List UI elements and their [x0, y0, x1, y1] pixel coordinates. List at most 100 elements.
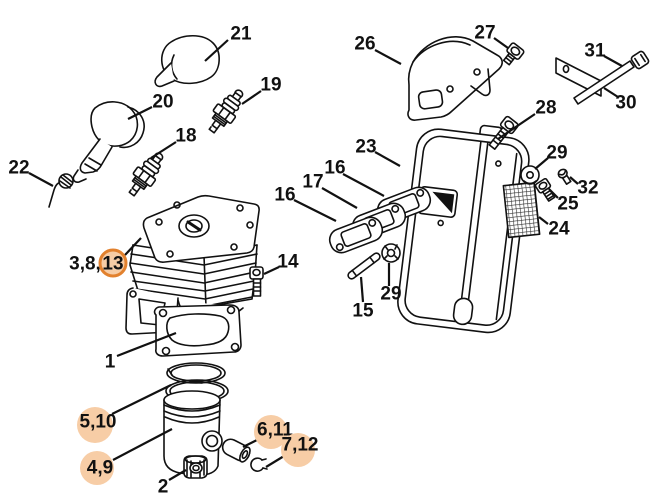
callout-27-text[interactable]: 27: [474, 23, 495, 44]
piston-drawing: [163, 390, 223, 476]
leader-line: [548, 188, 559, 199]
callout-18-text[interactable]: 18: [175, 126, 196, 147]
callout-25-text[interactable]: 25: [557, 194, 579, 215]
callout-17-text[interactable]: 17: [302, 172, 323, 193]
leader-line: [150, 141, 177, 159]
circlip-drawing: [250, 457, 268, 472]
callout-5-10-highlight[interactable]: [77, 407, 113, 443]
leader-line: [168, 469, 187, 481]
leader-line: [112, 428, 173, 461]
callout-31[interactable]: 31: [584, 41, 606, 62]
callout-14[interactable]: 14: [277, 252, 299, 273]
leader-line: [241, 90, 262, 105]
callout-4-9-text[interactable]: 4,9: [87, 458, 113, 479]
leader-line: [534, 157, 549, 170]
callout-14-text[interactable]: 14: [277, 252, 299, 273]
callout-19[interactable]: 19: [260, 75, 281, 96]
callout-22[interactable]: 22: [8, 158, 29, 179]
callout-23[interactable]: 23: [355, 137, 376, 158]
callout-32-text[interactable]: 32: [577, 178, 598, 199]
callout-21[interactable]: 21: [230, 24, 252, 45]
diagram-artwork: [48, 34, 650, 479]
callout-2[interactable]: 2: [158, 477, 169, 498]
heat-shield-drawing: [407, 36, 503, 121]
callout-13[interactable]: 13: [98, 248, 128, 278]
callout-18[interactable]: 18: [175, 126, 196, 147]
screw-27-drawing: [502, 42, 525, 66]
callout-29-screen[interactable]: 29: [546, 143, 567, 164]
callout-19-text[interactable]: 19: [260, 75, 281, 96]
leader-line: [263, 266, 280, 275]
leader-line: [116, 331, 177, 358]
callout-7-12[interactable]: 7,12: [281, 433, 318, 467]
callout-29-stud[interactable]: 29: [380, 284, 401, 305]
callout-28-text[interactable]: 28: [535, 98, 556, 119]
callout-29-stud-text[interactable]: 29: [380, 284, 401, 305]
leader-line: [569, 176, 579, 185]
screw-14-drawing: [249, 266, 264, 297]
callout-7-12-highlight[interactable]: [281, 433, 315, 467]
spark-plug-19-drawing: [202, 83, 251, 139]
callout-5-10[interactable]: 5,10: [77, 407, 116, 443]
callout-4-9-highlight[interactable]: [80, 451, 114, 485]
stud-drawing: [347, 252, 381, 280]
spark-plug-boot-21-drawing: [154, 34, 220, 88]
callout-5-10-text[interactable]: 5,10: [80, 412, 117, 433]
leader-line: [359, 276, 365, 303]
callout-27[interactable]: 27: [474, 23, 495, 44]
callout-25[interactable]: 25: [557, 194, 579, 215]
callout-4-9[interactable]: 4,9: [80, 451, 114, 485]
callout-16-lower-text[interactable]: 16: [274, 185, 295, 206]
callout-1-text[interactable]: 1: [105, 352, 116, 373]
bearing-drawing: [183, 455, 208, 479]
callout-6-11-highlight[interactable]: [254, 415, 288, 449]
callout-31-text[interactable]: 31: [584, 41, 606, 62]
callout-6-11[interactable]: 6,11: [254, 415, 293, 449]
bolt-31-drawing: [573, 50, 650, 105]
leader-line: [493, 37, 509, 49]
leader-line: [124, 237, 142, 256]
callout-3-8[interactable]: 3,8,: [69, 254, 101, 275]
callout-1[interactable]: 1: [105, 352, 116, 373]
washer-29-screen-drawing: [520, 165, 540, 185]
callout-16-upper-text[interactable]: 16: [324, 158, 345, 179]
callout-32[interactable]: 32: [577, 178, 598, 199]
callout-15-text[interactable]: 15: [352, 301, 374, 322]
callout-28[interactable]: 28: [535, 98, 556, 119]
spark-arrestor-screen-drawing: [502, 181, 541, 239]
callout-13-highlight[interactable]: [98, 248, 128, 278]
callout-30-text[interactable]: 30: [615, 93, 636, 114]
callout-15[interactable]: 15: [352, 301, 374, 322]
callout-6-11-text[interactable]: 6,11: [257, 420, 293, 441]
callout-22-text[interactable]: 22: [8, 158, 29, 179]
callout-26[interactable]: 26: [354, 34, 375, 55]
callout-24-text[interactable]: 24: [548, 219, 570, 240]
bracket-30-drawing: [555, 57, 602, 97]
callout-3-8-text[interactable]: 3,8,: [69, 254, 101, 275]
wrist-pin-drawing: [221, 438, 251, 463]
callout-16-upper[interactable]: 16: [324, 158, 345, 179]
callout-20-text[interactable]: 20: [152, 92, 173, 113]
callout-13-text[interactable]: 13: [102, 254, 123, 275]
callout-20[interactable]: 20: [152, 92, 173, 113]
callout-26-text[interactable]: 26: [354, 34, 375, 55]
callout-7-12-text[interactable]: 7,12: [282, 435, 319, 456]
screw-32-drawing: [557, 168, 572, 185]
callout-29-screen-text[interactable]: 29: [546, 143, 567, 164]
spark-plug-18-drawing: [122, 146, 171, 202]
callout-16-lower[interactable]: 16: [274, 185, 295, 206]
callout-23-text[interactable]: 23: [355, 137, 376, 158]
leader-line: [603, 55, 623, 67]
screw-25-drawing: [534, 177, 556, 202]
callout-30[interactable]: 30: [615, 93, 636, 114]
muffler-drawing: [397, 124, 530, 334]
callout-17[interactable]: 17: [302, 172, 323, 193]
washer-29-stud-drawing: [381, 243, 401, 263]
leader-line: [603, 87, 619, 98]
callout-24[interactable]: 24: [548, 219, 570, 240]
cylinder-gasket-drawing: [153, 304, 242, 357]
callout-2-text[interactable]: 2: [158, 477, 169, 498]
callout-21-text[interactable]: 21: [230, 24, 252, 45]
